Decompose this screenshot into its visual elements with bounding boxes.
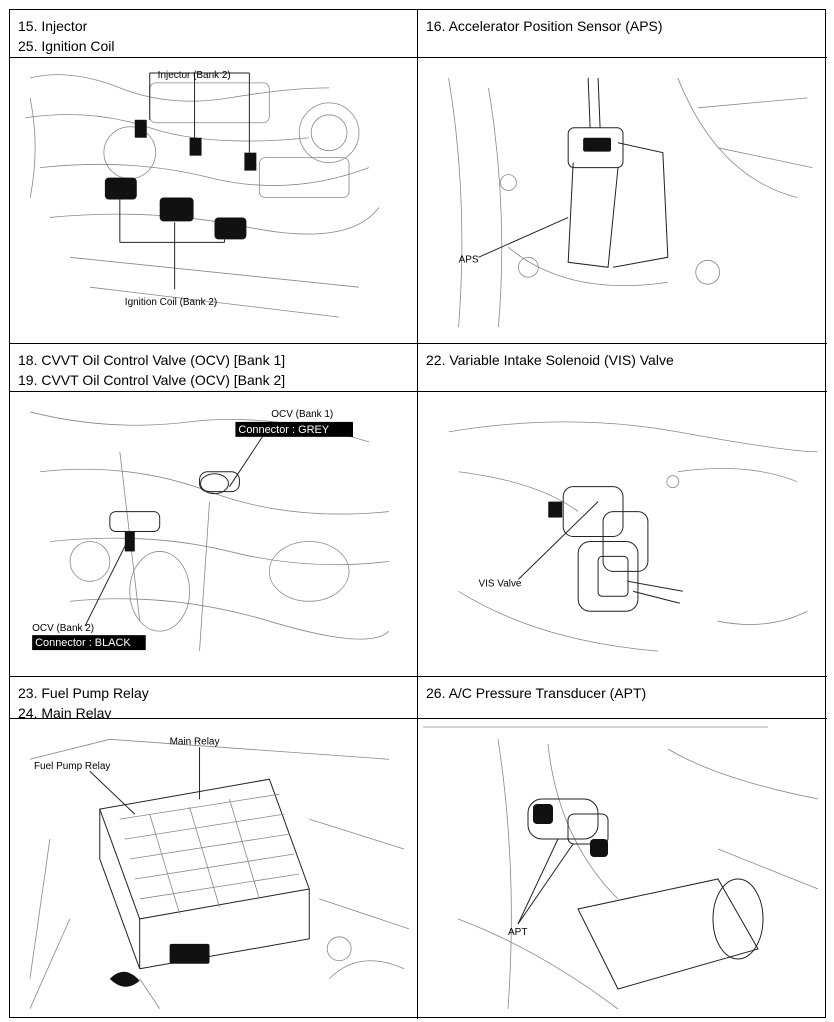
figure-apt: APT xyxy=(418,719,827,1019)
apt-diagram: APT xyxy=(423,726,819,1010)
header-aps: 16. Accelerator Position Sensor (APS) xyxy=(418,10,827,58)
ocv-bank2-label: OCV (Bank 2) xyxy=(32,623,94,634)
header-vis-valve: 22. Variable Intake Solenoid (VIS) Valve xyxy=(418,344,827,392)
header-line: 23. Fuel Pump Relay xyxy=(18,685,149,701)
cvvt-ocv-diagram: OCV (Bank 1) Connector : GREY OCV (Bank … xyxy=(30,409,390,652)
relay-box-diagram: Main Relay Fuel Pump Relay xyxy=(29,736,410,1009)
header-relays: 23. Fuel Pump Relay 24. Main Relay xyxy=(10,677,418,719)
aps-label: APS xyxy=(459,254,479,265)
header-injector-ignition-coil: 15. Injector 25. Ignition Coil xyxy=(10,10,418,58)
connector-black-badge xyxy=(32,635,146,651)
header-line: 19. CVVT Oil Control Valve (OCV) [Bank 2… xyxy=(18,372,286,388)
header-line: 24. Main Relay xyxy=(18,705,112,719)
header-apt: 26. A/C Pressure Transducer (APT) xyxy=(418,677,827,719)
figure-vis-valve: VIS Valve xyxy=(418,392,827,677)
vis-valve-label: VIS Valve xyxy=(479,578,522,589)
header-line: 25. Ignition Coil xyxy=(18,38,115,54)
header-line: 26. A/C Pressure Transducer (APT) xyxy=(426,685,647,701)
fuel-pump-relay-label: Fuel Pump Relay xyxy=(34,761,110,772)
header-line: 15. Injector xyxy=(18,18,88,34)
connector-black-label: Connector : BLACK xyxy=(35,637,131,649)
injector-ignition-coil-diagram: Injector (Bank 2) Ignition Coil (Bank 2) xyxy=(25,70,380,318)
vis-valve-diagram: VIS Valve xyxy=(448,421,818,652)
ocv-bank1-label: OCV (Bank 1) xyxy=(271,409,333,420)
apt-label: APT xyxy=(508,927,527,938)
header-line: 18. CVVT Oil Control Valve (OCV) [Bank 1… xyxy=(18,352,286,368)
connector-grey-badge xyxy=(235,421,354,437)
connector-grey-label: Connector : GREY xyxy=(238,424,329,436)
injector-bank2-label: Injector (Bank 2) xyxy=(158,70,231,81)
ignition-coil-bank2-label: Ignition Coil (Bank 2) xyxy=(125,297,217,308)
figure-aps: APS xyxy=(418,58,827,344)
figure-relays: Main Relay Fuel Pump Relay xyxy=(10,719,418,1019)
aps-diagram: APS xyxy=(448,77,813,328)
component-location-table: 15. Injector 25. Ignition Coil 16. Accel… xyxy=(9,9,827,1019)
header-line: 16. Accelerator Position Sensor (APS) xyxy=(426,18,663,34)
header-cvvt-ocv: 18. CVVT Oil Control Valve (OCV) [Bank 1… xyxy=(10,344,418,392)
figure-injector-ignition-coil: Injector (Bank 2) Ignition Coil (Bank 2) xyxy=(10,58,418,344)
main-relay-label: Main Relay xyxy=(170,736,220,747)
figure-cvvt-ocv: OCV (Bank 1) Connector : GREY OCV (Bank … xyxy=(10,392,418,677)
header-line: 22. Variable Intake Solenoid (VIS) Valve xyxy=(426,352,674,368)
